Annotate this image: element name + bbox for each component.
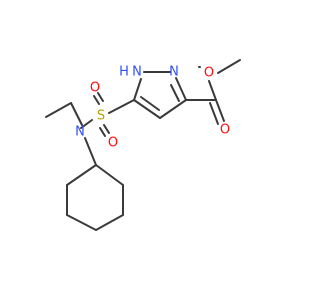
bond-ccarbonyl-ocarbonyl-2 bbox=[209, 102, 219, 125]
atom-o-ester-ether: O bbox=[204, 66, 214, 81]
atom-n2-ring: N bbox=[169, 65, 179, 80]
bond-c4-c5 bbox=[133, 99, 161, 119]
bond-s-obot-2 bbox=[99, 127, 106, 137]
bond-cy6-cy1 bbox=[66, 164, 97, 186]
atom-o-sulfonyl-bottom: O bbox=[108, 136, 118, 151]
bond-oether-ch3 bbox=[217, 59, 241, 74]
bond-cy1-cy2 bbox=[95, 164, 124, 186]
bond-ccarbonyl-ocarbonyl-1 bbox=[215, 99, 225, 122]
bond-ch2-ch3 bbox=[45, 102, 72, 118]
molecule-structure: H N N O O O S O N bbox=[45, 59, 241, 231]
atom-labels: H N N O O O S O N bbox=[75, 65, 230, 151]
bond-s-otop-1 bbox=[93, 95, 100, 105]
bond-s-n bbox=[80, 119, 93, 129]
bond-n-ch2 bbox=[70, 102, 83, 126]
bond-cy3-cy4 bbox=[95, 214, 124, 231]
atom-n-sulfonamide: N bbox=[75, 125, 85, 140]
atom-o-sulfonyl-top: O bbox=[90, 81, 100, 96]
atom-h-nh: H bbox=[119, 65, 129, 80]
bonds bbox=[45, 59, 241, 231]
bond-c4-c5-inner bbox=[140, 96, 160, 111]
bond-cy4-cy5 bbox=[66, 214, 97, 231]
bond-c3-c4 bbox=[159, 99, 187, 119]
bond-s-otop-2 bbox=[97, 92, 104, 102]
bond-c5-n1 bbox=[133, 78, 142, 101]
atom-s-sulfonyl: S bbox=[97, 109, 105, 124]
bond-n2-c3-inner bbox=[170, 84, 180, 102]
bond-c5-s bbox=[108, 99, 135, 114]
atom-o-ester-carbonyl: O bbox=[220, 123, 230, 138]
bond-n2-c3 bbox=[175, 77, 187, 101]
atom-n1-ring: N bbox=[132, 65, 142, 80]
bond-ccarbonyl-oether bbox=[208, 80, 217, 101]
bond-s-obot-1 bbox=[103, 124, 110, 134]
bond-n-cy1 bbox=[84, 137, 97, 166]
